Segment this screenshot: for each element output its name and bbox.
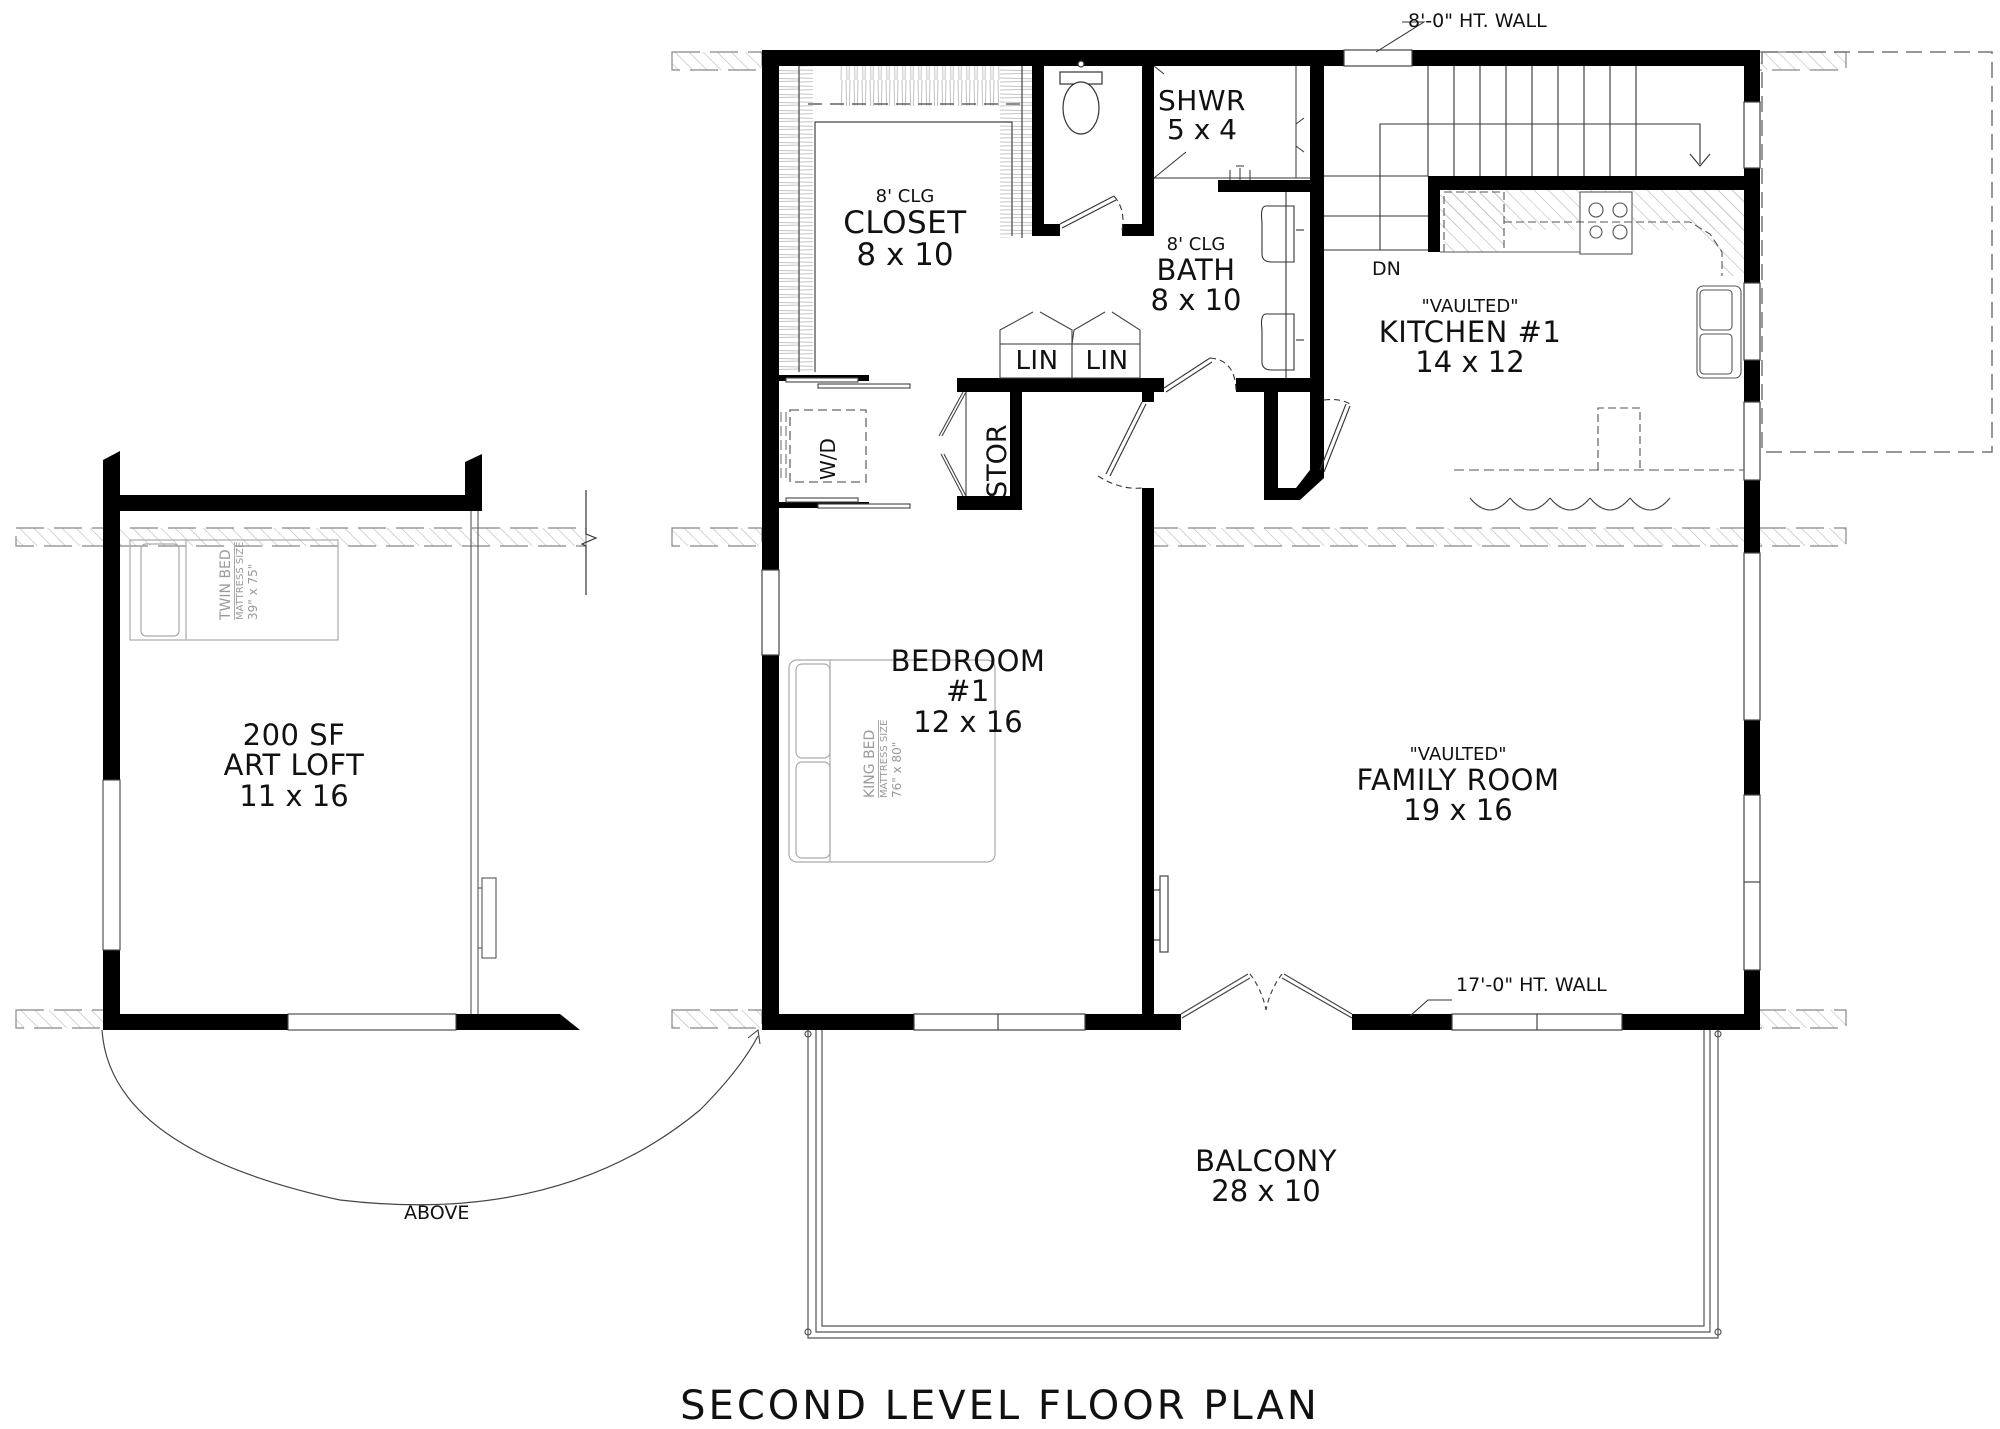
family-name: FAMILY ROOM bbox=[1356, 762, 1560, 797]
twin-bed-size: 39" x 75" bbox=[246, 563, 260, 620]
room-bath: 8' CLG BATH 8 x 10 bbox=[1150, 234, 1242, 318]
balcony-dims: 28 x 10 bbox=[1211, 1174, 1321, 1209]
shower-dims: 5 x 4 bbox=[1167, 113, 1237, 147]
kitchen-dims: 14 x 12 bbox=[1415, 345, 1525, 380]
kitchen-name: KITCHEN #1 bbox=[1378, 314, 1562, 349]
king-bed-label: KING BED MATTRESS SIZE 76" x 80" bbox=[862, 719, 904, 798]
storage-label: STOR bbox=[982, 424, 1013, 498]
kitchen-ceiling: "VAULTED" bbox=[1421, 296, 1519, 317]
closet-ceiling: 8' CLG bbox=[875, 186, 935, 207]
twin-bed-sub: MATTRESS SIZE bbox=[235, 541, 246, 620]
room-bedroom-1: BEDROOM #1 12 x 16 bbox=[890, 644, 1046, 739]
family-ceiling: "VAULTED" bbox=[1409, 744, 1507, 765]
plan-title: SECOND LEVEL FLOOR PLAN bbox=[680, 1383, 1320, 1429]
bottom-wall-height-note: 17'-0" HT. WALL bbox=[1456, 974, 1607, 996]
king-bed-sub: MATTRESS SIZE bbox=[879, 719, 890, 798]
bedroom-name: BEDROOM bbox=[890, 644, 1046, 678]
main-walls bbox=[762, 50, 1760, 1030]
bath-ceiling: 8' CLG bbox=[1166, 234, 1226, 255]
twin-bed-title: TWIN BED bbox=[218, 541, 235, 620]
top-wall-height-note: 8'-0" HT. WALL bbox=[1408, 10, 1547, 32]
shower-name: SHWR bbox=[1158, 84, 1246, 117]
closet-name: CLOSET bbox=[843, 204, 967, 241]
family-dims: 19 x 16 bbox=[1403, 793, 1513, 828]
art-loft-dims: 11 x 16 bbox=[239, 778, 349, 813]
room-closet: 8' CLG CLOSET 8 x 10 bbox=[843, 186, 967, 274]
twin-bed-label: TWIN BED MATTRESS SIZE 39" x 75" bbox=[218, 541, 260, 620]
king-bed-size: 76" x 80" bbox=[890, 741, 904, 798]
room-kitchen: "VAULTED" KITCHEN #1 14 x 12 bbox=[1378, 296, 1562, 380]
linen-closet-2: LIN bbox=[1085, 346, 1129, 376]
bedroom-number: #1 bbox=[946, 674, 990, 709]
linen-closet-1: LIN bbox=[1015, 346, 1059, 376]
stair-down-label: DN bbox=[1372, 258, 1401, 280]
room-shower: SHWR 5 x 4 bbox=[1158, 86, 1246, 145]
arc-above-label: ABOVE bbox=[404, 1202, 470, 1224]
washer-dryer-label: W/D bbox=[816, 438, 840, 480]
room-art-loft: 200 SF ART LOFT 11 x 16 bbox=[223, 718, 365, 813]
room-balcony: BALCONY 28 x 10 bbox=[1195, 1146, 1337, 1207]
art-loft-area: 200 SF bbox=[242, 718, 346, 752]
bath-dims: 8 x 10 bbox=[1150, 283, 1242, 318]
bath-name: BATH bbox=[1156, 252, 1236, 287]
room-family: "VAULTED" FAMILY ROOM 19 x 16 bbox=[1356, 744, 1560, 828]
art-loft-name: ART LOFT bbox=[223, 748, 365, 783]
bedroom-dims: 12 x 16 bbox=[913, 704, 1023, 739]
closet-dims: 8 x 10 bbox=[856, 237, 954, 274]
king-bed-title: KING BED bbox=[862, 719, 879, 798]
balcony-name: BALCONY bbox=[1195, 1144, 1337, 1178]
